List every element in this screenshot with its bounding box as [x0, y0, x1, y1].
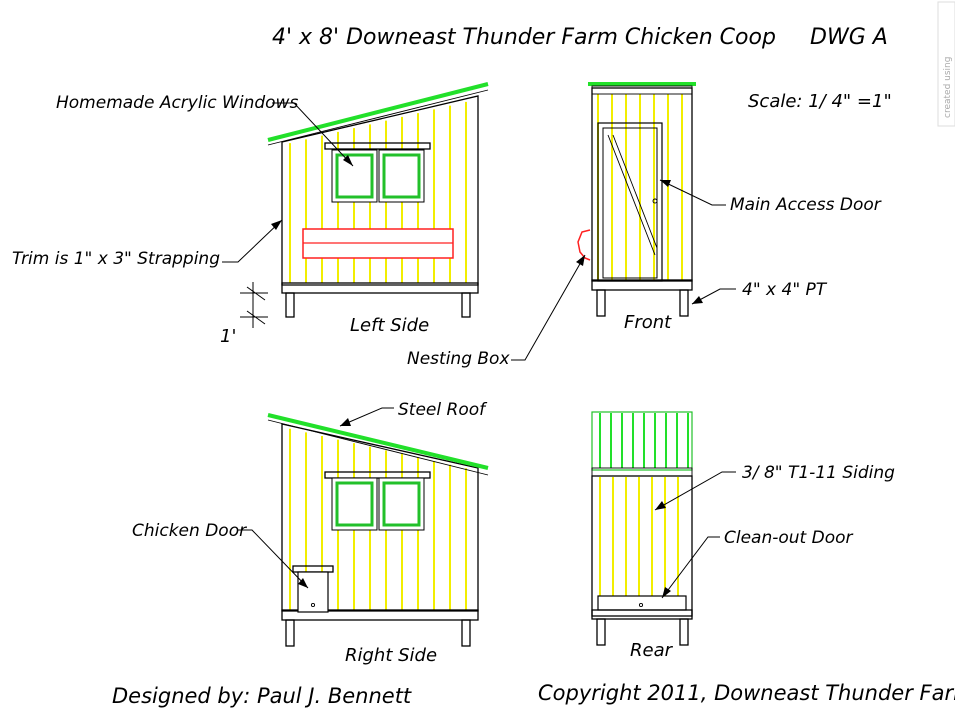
callout-steel-roof: Steel Roof — [339, 400, 488, 427]
rear-roof-panel — [591, 411, 693, 471]
callout-trim: Trim is 1" x 3" Strapping — [12, 219, 283, 269]
view-label-front: Front — [624, 312, 672, 333]
rear-roof-stripes — [599, 413, 689, 468]
dimension-mark — [240, 282, 268, 328]
callout-nesting-box-text: Nesting Box — [407, 349, 510, 369]
watermark: created using — [937, 1, 955, 127]
callout-main-door-text: Main Access Door — [730, 195, 882, 215]
scale-label: Scale: 1/ 4" =1" — [748, 91, 892, 112]
rear-post — [596, 618, 606, 646]
dimension-label: 1' — [220, 326, 236, 347]
callout-siding-text: 3/ 8" T1-11 Siding — [742, 463, 895, 483]
view-label-left-side: Left Side — [350, 315, 429, 336]
callout-nesting-box: Nesting Box — [407, 254, 586, 369]
drawing-title: 4' x 8' Downeast Thunder Farm Chicken Co… — [272, 25, 776, 50]
callout-chicken-door-text: Chicken Door — [132, 521, 247, 541]
callout-steel-roof-text: Steel Roof — [398, 400, 488, 420]
callout-windows: Homemade Acrylic Windows — [56, 93, 354, 167]
rear-wall-stripes — [599, 477, 679, 596]
drawing-number: DWG A — [810, 25, 888, 50]
left-side-windows — [331, 149, 425, 203]
left-side-post — [461, 292, 471, 318]
callout-chicken-door: Chicken Door — [132, 521, 309, 589]
right-side-view: Right Side — [267, 413, 489, 666]
view-label-rear: Rear — [630, 640, 674, 661]
chicken-door — [292, 565, 334, 613]
rear-view: Rear — [591, 411, 693, 661]
callout-cleanout-door: Clean-out Door — [661, 528, 854, 599]
right-side-post — [461, 619, 471, 647]
nesting-box-front — [577, 229, 591, 261]
callout-main-door: Main Access Door — [659, 179, 882, 215]
callout-trim-text: Trim is 1" x 3" Strapping — [12, 249, 220, 269]
callout-posts-text: 4" x 4" PT — [742, 280, 828, 300]
right-side-roof — [267, 413, 489, 470]
callout-siding: 3/ 8" T1-11 Siding — [654, 463, 895, 511]
callout-cleanout-door-text: Clean-out Door — [724, 528, 854, 548]
front-post — [596, 289, 606, 317]
front-post — [679, 289, 689, 317]
cleanout-door — [597, 595, 687, 611]
right-side-windows — [331, 477, 425, 531]
rear-wall — [591, 475, 693, 617]
left-side-post — [285, 292, 295, 318]
callout-posts: 4" x 4" PT — [691, 280, 828, 305]
right-side-post — [285, 619, 295, 647]
callout-windows-text: Homemade Acrylic Windows — [56, 93, 298, 113]
rear-post — [679, 618, 689, 646]
main-access-door — [597, 122, 663, 282]
watermark-text: created using — [943, 57, 953, 118]
view-label-right-side: Right Side — [345, 645, 437, 666]
front-wall — [591, 87, 693, 282]
left-side-view: Left Side — [240, 82, 489, 336]
front-stripes — [597, 94, 683, 280]
nesting-box-left — [302, 228, 454, 259]
front-view: Front — [577, 82, 696, 333]
copyright: Copyright 2011, Downeast Thunder Farm — [538, 681, 955, 705]
designer-credit: Designed by: Paul J. Bennett — [112, 684, 412, 708]
left-side-roof — [267, 82, 489, 142]
